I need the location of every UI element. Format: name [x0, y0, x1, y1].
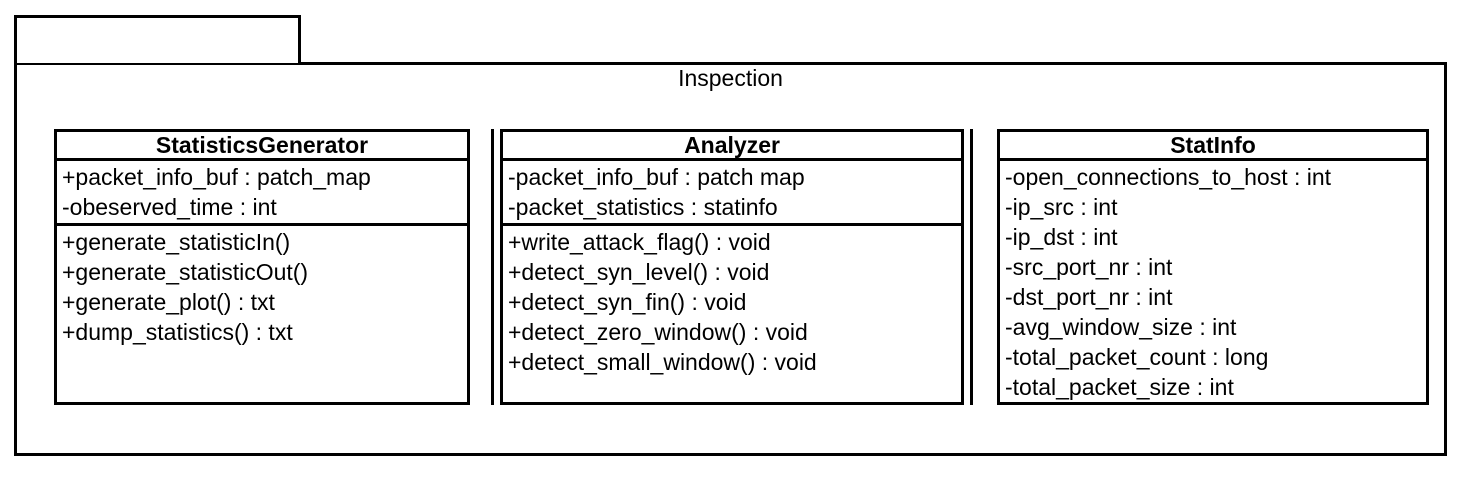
class-name-statisticsgenerator: StatisticsGenerator: [57, 132, 467, 161]
attributes-compartment-statinfo: -open_connections_to_host : int -ip_src …: [1000, 161, 1426, 402]
attribute-row: -total_packet_size : int: [1005, 374, 1234, 400]
attributes-compartment-statisticsgenerator: +packet_info_buf : patch_map -obeserved_…: [57, 161, 467, 226]
operation-row: +write_attack_flag() : void: [508, 229, 771, 255]
attribute-row: +packet_info_buf : patch_map: [62, 164, 371, 190]
operations-compartment-statisticsgenerator: +generate_statisticIn() +generate_statis…: [57, 226, 467, 401]
attribute-row: -obeserved_time : int: [62, 194, 277, 220]
operation-row: +detect_syn_fin() : void: [508, 289, 747, 315]
package-title: Inspection: [678, 65, 783, 91]
class-box-statinfo[interactable]: StatInfo -open_connections_to_host : int…: [997, 129, 1429, 405]
attribute-row: -avg_window_size : int: [1005, 314, 1237, 340]
operation-row: +detect_zero_window() : void: [508, 319, 808, 345]
operation-row: +generate_statisticOut(): [62, 259, 309, 285]
operations-compartment-analyzer: +write_attack_flag() : void +detect_syn_…: [503, 226, 961, 401]
attribute-row: -ip_src : int: [1005, 194, 1118, 220]
operation-row: +detect_small_window() : void: [508, 349, 817, 375]
attribute-row: -dst_port_nr : int: [1005, 284, 1173, 310]
attribute-row: -total_packet_count : long: [1005, 344, 1269, 370]
attributes-compartment-analyzer: -packet_info_buf : patch map -packet_sta…: [503, 161, 961, 226]
package-tab: [14, 15, 301, 63]
class-box-analyzer[interactable]: Analyzer -packet_info_buf : patch map -p…: [500, 129, 964, 405]
attribute-row: -packet_info_buf : patch map: [508, 164, 805, 190]
class-box-analyzer-outer-frame: [491, 129, 973, 405]
attribute-row: -src_port_nr : int: [1005, 254, 1173, 280]
class-name-statinfo: StatInfo: [1000, 132, 1426, 161]
operation-row: +generate_statisticIn(): [62, 229, 291, 255]
attribute-row: -ip_dst : int: [1005, 224, 1118, 250]
attribute-row: -packet_statistics : statinfo: [508, 194, 778, 220]
attribute-row: -open_connections_to_host : int: [1005, 164, 1332, 190]
operation-row: +generate_plot() : txt: [62, 289, 275, 315]
operation-row: +dump_statistics() : txt: [62, 319, 293, 345]
class-box-statisticsgenerator[interactable]: StatisticsGenerator +packet_info_buf : p…: [54, 129, 470, 405]
operation-row: +detect_syn_level() : void: [508, 259, 770, 285]
class-name-analyzer: Analyzer: [503, 132, 961, 161]
